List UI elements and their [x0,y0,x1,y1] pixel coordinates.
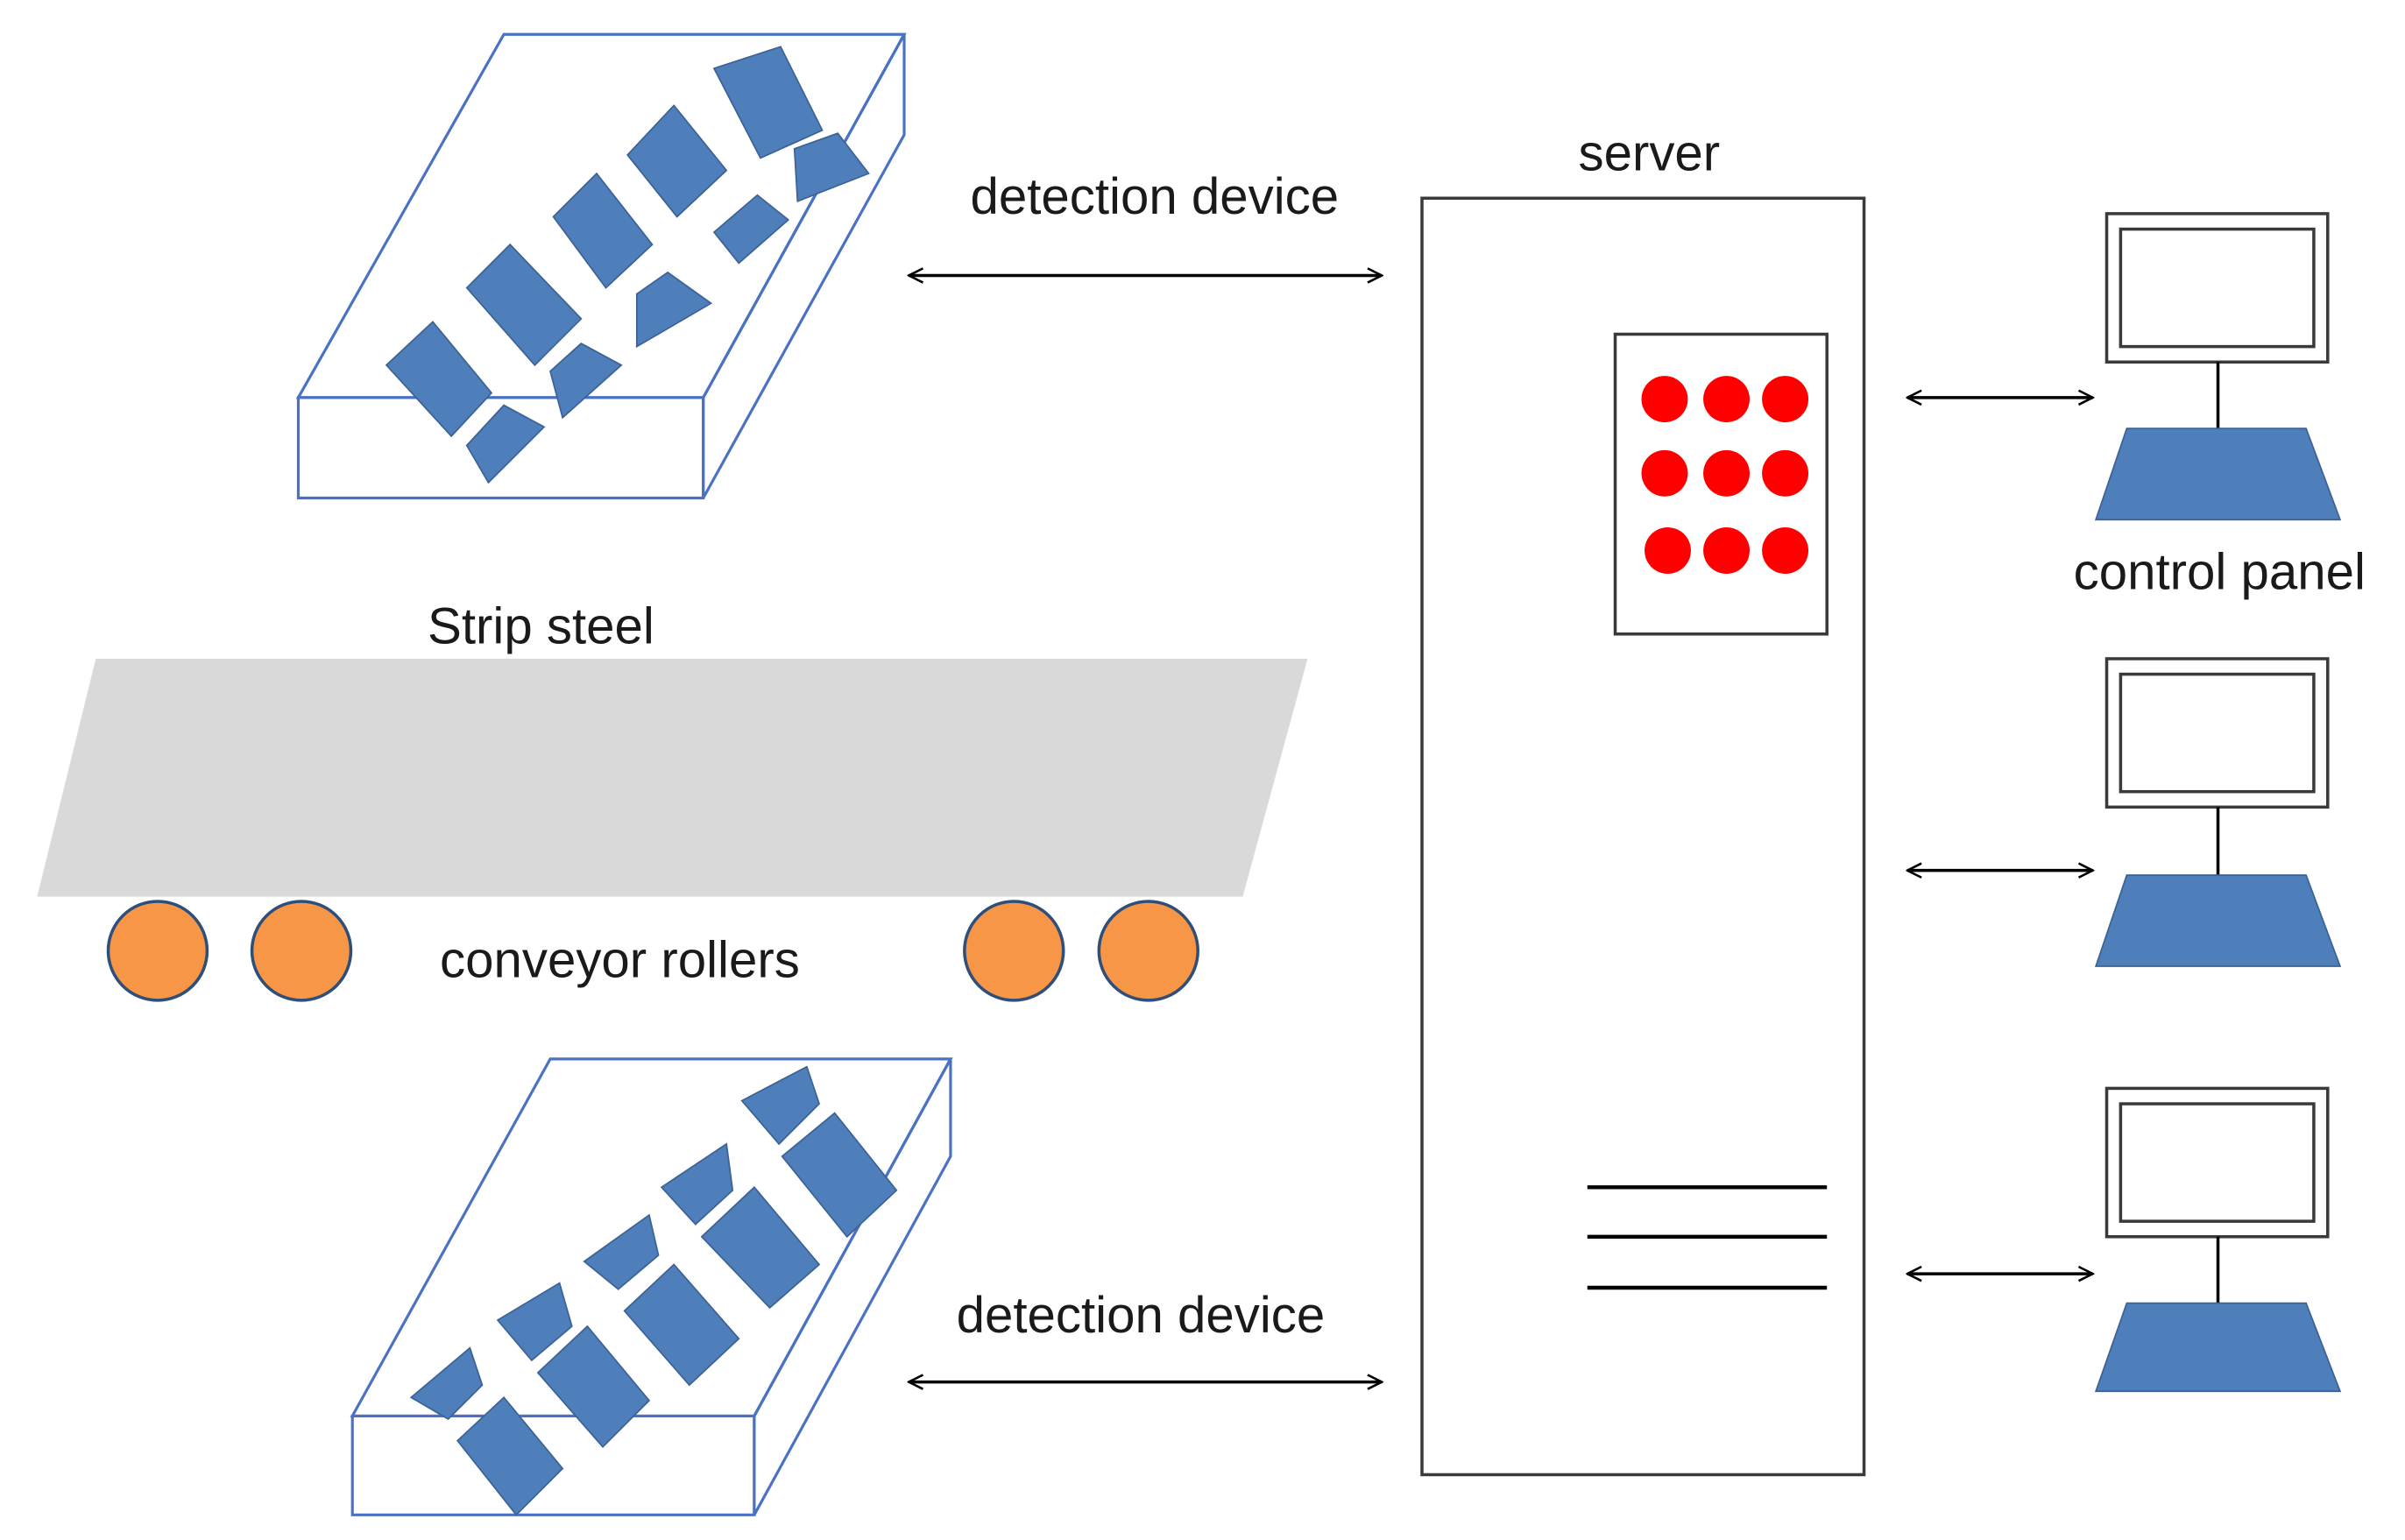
control-panel-3 [2094,1086,2342,1393]
sensor-block [385,321,493,438]
indicator-light [1703,449,1751,497]
sensor-block [623,1263,740,1387]
label-detection-device-bottom: detection device [957,1287,1326,1344]
server [1420,196,1866,1477]
detection-device-bottom [350,1057,953,1516]
sensor-wedge [712,194,790,265]
sensor-wedge [465,404,546,484]
sensor-block [536,1325,651,1448]
monitor-screen [2119,1102,2316,1223]
sensor-block [700,1186,821,1310]
sensor-array-bottom [409,1065,898,1516]
conveyor-roller [963,900,1065,1002]
sensor-wedge [660,1142,734,1226]
indicator-light [1641,449,1688,497]
sensor-block [456,1395,564,1516]
label-detection-device-top: detection device [970,168,1339,225]
sensor-wedge [793,132,870,203]
indicator-light [1762,376,1809,423]
sensor-wedge [409,1346,484,1421]
server-indicator-lights [1641,376,1809,574]
sensor-block [712,46,824,159]
server-slot-lines [1587,1185,1828,1290]
label-conveyor-rollers: conveyor rollers [440,931,800,988]
label-control-panel: control panel [2074,544,2366,601]
label-server: server [1578,125,1720,182]
sensor-wedge [549,343,623,420]
sensor-wedge [496,1282,573,1362]
monitor-base [2094,1302,2342,1393]
conveyor-rollers [106,900,1199,1002]
label-strip-steel: Strip steel [428,597,654,654]
sensor-block [626,104,728,218]
sensor-wedge [740,1065,821,1146]
indicator-light [1703,376,1751,423]
indicator-light [1641,376,1688,423]
monitor-base [2094,427,2342,521]
sensor-wedge [635,271,713,349]
sensor-array-top [385,46,870,484]
conveyor-roller [106,900,209,1002]
conveyor-roller [1097,900,1199,1002]
indicator-light [1762,449,1809,497]
control-panel-2 [2094,657,2342,967]
monitor-base [2094,874,2342,967]
strip-steel [37,658,1308,897]
indicator-light [1762,527,1809,574]
sensor-wedge [583,1213,660,1290]
monitor-screen [2119,672,2316,794]
indicator-light [1645,527,1691,574]
sensor-block [465,243,583,367]
sensor-block [552,172,654,289]
indicator-light [1703,527,1751,574]
sensor-block [781,1112,898,1239]
detection-device-top [295,32,907,500]
conveyor-roller [250,900,353,1002]
monitor-screen [2119,227,2316,349]
control-panel-1 [2094,212,2342,521]
